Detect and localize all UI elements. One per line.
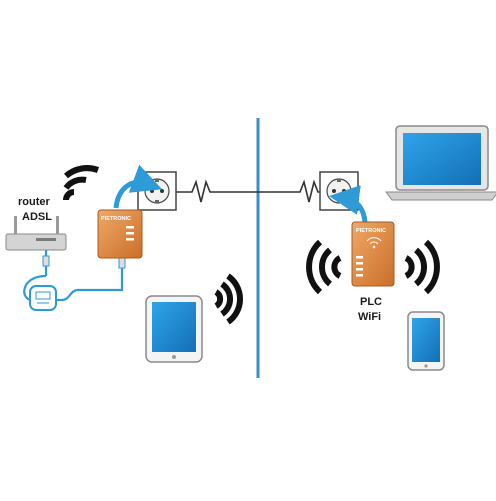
router-icon (5, 216, 67, 251)
wifi-signal-icon (214, 273, 243, 325)
tablet-icon (145, 295, 203, 363)
wifi-label: WiFi (358, 311, 382, 323)
power-outlet-icon (137, 171, 177, 211)
plc-label: PLC (360, 296, 382, 308)
plc-adapter-icon (351, 221, 395, 287)
power-outlet-icon (319, 171, 359, 211)
power-line (176, 179, 320, 203)
adsl-label: ADSL (22, 211, 52, 223)
laptop-icon (385, 125, 496, 201)
cable-connector (118, 257, 126, 269)
wifi-signal-icon (63, 165, 100, 201)
brand-label-right: PIETRONIC (356, 228, 386, 234)
arrow-icon (113, 164, 163, 209)
modem-icon (29, 285, 57, 311)
brand-label-left: PIETRONIC (101, 216, 131, 222)
router-label: router (18, 196, 50, 208)
cable-connector (42, 255, 50, 267)
plc-adapter-icon (97, 209, 143, 259)
smartphone-icon (407, 311, 445, 371)
wifi-signal-icon (306, 239, 440, 295)
